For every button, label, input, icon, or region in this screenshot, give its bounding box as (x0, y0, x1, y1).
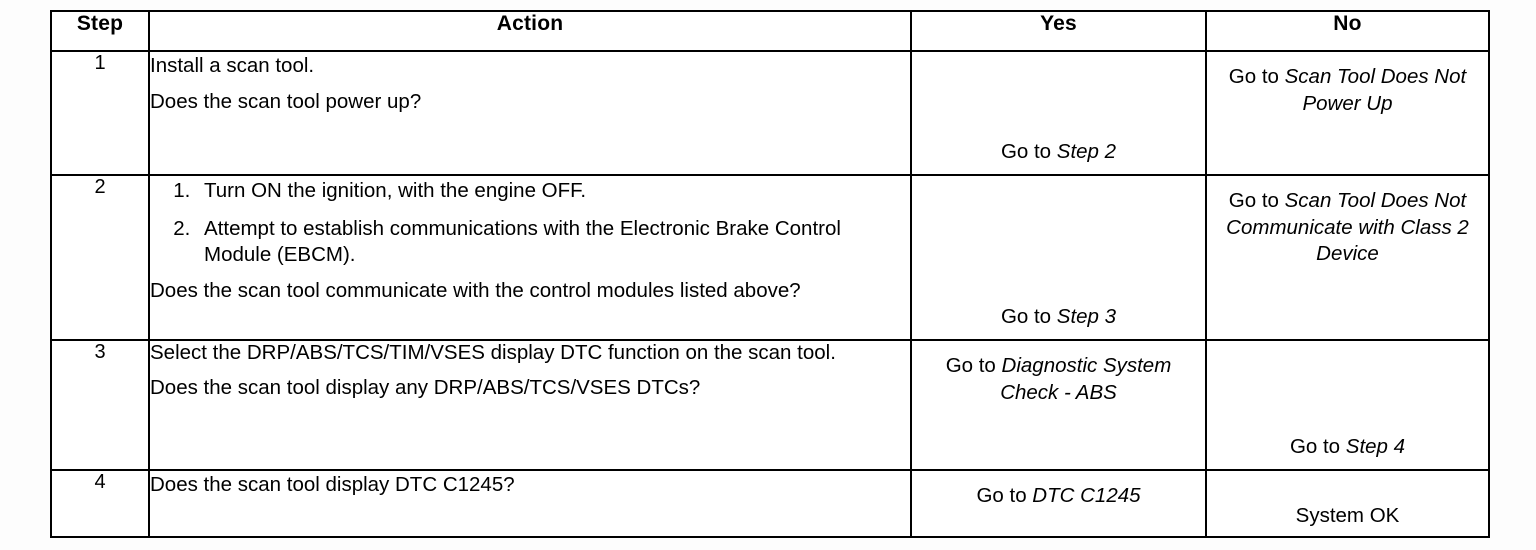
yes-answer-cell: Go to Step 2 (910, 50, 1207, 176)
step-number: 1 (50, 50, 150, 176)
step-number: 2 (50, 174, 150, 341)
cross-reference: Step 2 (1056, 140, 1117, 164)
yes-answer-cell: Go to DTC C1245 (910, 469, 1207, 538)
action-line: Select the DRP/ABS/TCS/TIM/VSES display … (150, 341, 836, 364)
column-header-yes: Yes (910, 10, 1207, 52)
step-number: 3 (50, 339, 150, 471)
column-header-no: No (1205, 10, 1490, 52)
no-answer: Go to Scan Tool Does Not Communicate wit… (1207, 176, 1488, 268)
action-step-list: Turn ON the ignition, with the engine OF… (150, 178, 910, 269)
no-answer: Go to Step 4 (1207, 434, 1488, 461)
yes-answer: Go to Step 2 (912, 139, 1205, 166)
no-answer: System OK (1295, 504, 1400, 528)
cross-reference: Scan Tool Does Not Communicate with Clas… (1226, 189, 1469, 266)
cross-reference: Step 3 (1056, 305, 1117, 329)
yes-answer-cell: Go to Step 3 (910, 174, 1207, 341)
yes-answer: Go to DTC C1245 (912, 471, 1205, 510)
cross-reference: Diagnostic System Check - ABS (1000, 354, 1172, 404)
table-row: 1 Install a scan tool. Does the scan too… (50, 50, 1490, 176)
table-row: 4 Does the scan tool display DTC C1245? … (50, 469, 1490, 538)
diagnostic-procedure-table: Step Action Yes No 1 Install a scan tool… (50, 10, 1490, 538)
goto-prefix: Go to (976, 484, 1033, 507)
action-cell: Does the scan tool display DTC C1245? (148, 469, 912, 538)
goto-prefix: Go to (1228, 189, 1285, 212)
no-answer-cell: System OK (1205, 469, 1490, 538)
cross-reference: Scan Tool Does Not Power Up (1284, 65, 1467, 115)
action-list-item: Turn ON the ignition, with the engine OF… (196, 178, 910, 205)
header-row: Step Action Yes No (50, 10, 1490, 52)
goto-prefix: Go to (1000, 140, 1057, 164)
cross-reference: Step 4 (1345, 435, 1406, 459)
action-cell: Install a scan tool. Does the scan tool … (148, 50, 912, 176)
goto-prefix: Go to (1000, 305, 1057, 329)
cross-reference: DTC C1245 (1032, 484, 1141, 507)
no-answer-cell: Go to Scan Tool Does Not Power Up (1205, 50, 1490, 176)
action-question: Does the scan tool display DTC C1245? (150, 473, 515, 496)
step-number: 4 (50, 469, 150, 538)
table-row: 3 Select the DRP/ABS/TCS/TIM/VSES displa… (50, 339, 1490, 471)
goto-prefix: Go to (945, 354, 1002, 377)
table-row: 2 Turn ON the ignition, with the engine … (50, 174, 1490, 341)
goto-prefix: Go to (1289, 435, 1346, 459)
action-list-item: Attempt to establish communications with… (196, 216, 910, 269)
no-answer: Go to Scan Tool Does Not Power Up (1207, 52, 1488, 117)
goto-prefix: Go to (1228, 65, 1285, 88)
no-answer-cell: Go to Scan Tool Does Not Communicate wit… (1205, 174, 1490, 341)
yes-answer: Go to Step 3 (912, 304, 1205, 331)
action-cell: Turn ON the ignition, with the engine OF… (148, 174, 912, 341)
action-question: Does the scan tool communicate with the … (150, 278, 801, 302)
action-cell: Select the DRP/ABS/TCS/TIM/VSES display … (148, 339, 912, 471)
column-header-step: Step (50, 10, 150, 52)
yes-answer-cell: Go to Diagnostic System Check - ABS (910, 339, 1207, 471)
action-question: Does the scan tool power up? (150, 90, 422, 114)
action-question: Does the scan tool display any DRP/ABS/T… (150, 376, 701, 400)
column-header-action: Action (148, 10, 912, 52)
yes-answer: Go to Diagnostic System Check - ABS (912, 341, 1205, 406)
table-body: 1 Install a scan tool. Does the scan too… (50, 50, 1490, 538)
action-line: Install a scan tool. (150, 54, 315, 77)
table-header: Step Action Yes No (50, 10, 1490, 52)
no-answer-cell: Go to Step 4 (1205, 339, 1490, 471)
